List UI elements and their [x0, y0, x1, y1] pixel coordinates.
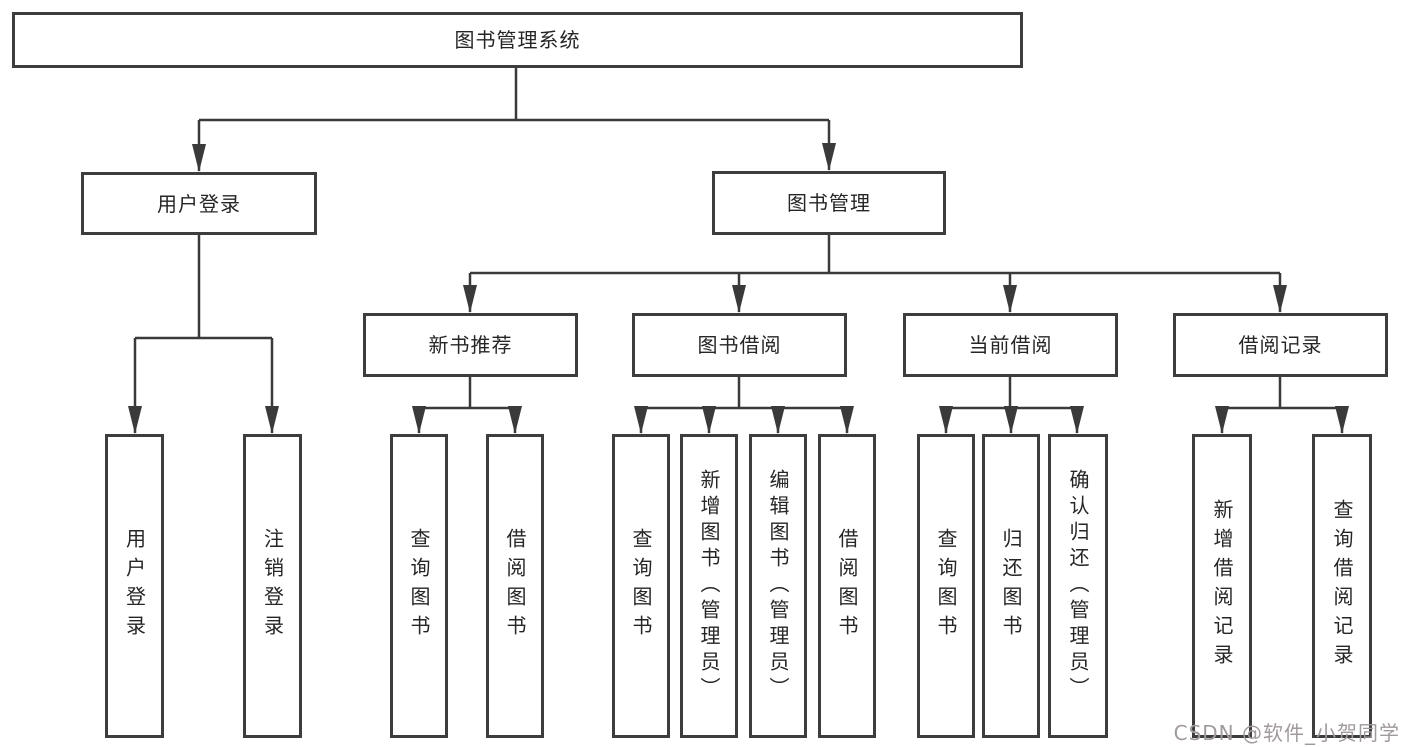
leaf-current-query-books: 查询图书	[917, 434, 975, 738]
node-book-borrow-label: 图书借阅	[697, 333, 782, 357]
leaf-borrow-borrow-books: 借阅图书	[818, 434, 876, 738]
node-user-login-label: 用户登录	[157, 191, 241, 216]
node-new-book-recommend: 新书推荐	[363, 313, 578, 377]
node-new-book-recommend-label: 新书推荐	[428, 333, 513, 357]
leaf-borrow-query-books: 查询图书	[612, 434, 670, 738]
watermark-text: CSDN @软件_小贺同学	[1173, 721, 1400, 745]
node-borrow-records: 借阅记录	[1173, 313, 1388, 377]
leaf-newbook-borrow-books: 借阅图书	[486, 434, 544, 738]
leaf-current-query-books-label: 查询图书	[934, 528, 958, 644]
leaf-borrow-borrow-books-label: 借阅图书	[835, 528, 859, 644]
connector-group	[128, 67, 1349, 434]
leaf-current-confirm-return-admin: 确认归还（管理员）	[1048, 434, 1108, 738]
node-book-borrow: 图书借阅	[632, 313, 847, 377]
leaf-newbook-query-books-label: 查询图书	[407, 528, 431, 644]
leaf-current-confirm-return-admin-label: 确认归还（管理员）	[1066, 469, 1090, 703]
leaf-current-return-books: 归还图书	[982, 434, 1040, 738]
node-current-borrow-label: 当前借阅	[968, 333, 1053, 357]
leaf-records-add-record: 新增借阅记录	[1192, 434, 1252, 738]
node-user-login: 用户登录	[81, 172, 317, 235]
leaf-user-login-label: 用户登录	[122, 528, 147, 644]
leaf-records-query-record-label: 查询借阅记录	[1330, 499, 1354, 673]
leaf-user-login: 用户登录	[105, 434, 164, 738]
leaf-borrow-edit-books-admin: 编辑图书（管理员）	[749, 434, 807, 738]
leaf-current-return-books-label: 归还图书	[999, 528, 1023, 644]
leaf-borrow-add-books-admin-label: 新增图书（管理员）	[697, 469, 721, 703]
leaf-newbook-borrow-books-label: 借阅图书	[503, 528, 527, 644]
node-root: 图书管理系统	[12, 12, 1023, 68]
node-book-management: 图书管理	[712, 171, 946, 235]
node-book-management-label: 图书管理	[787, 191, 871, 215]
leaf-borrow-add-books-admin: 新增图书（管理员）	[680, 434, 738, 738]
leaf-logout-label: 注销登录	[260, 528, 285, 644]
leaf-logout: 注销登录	[243, 434, 302, 738]
leaf-newbook-query-books: 查询图书	[390, 434, 448, 738]
leaf-records-add-record-label: 新增借阅记录	[1210, 499, 1234, 673]
leaf-borrow-edit-books-admin-label: 编辑图书（管理员）	[766, 469, 790, 703]
leaf-records-query-record: 查询借阅记录	[1312, 434, 1372, 738]
leaf-borrow-query-books-label: 查询图书	[629, 528, 653, 644]
node-current-borrow: 当前借阅	[903, 313, 1118, 377]
node-borrow-records-label: 借阅记录	[1238, 333, 1323, 357]
node-root-label: 图书管理系统	[454, 28, 581, 52]
